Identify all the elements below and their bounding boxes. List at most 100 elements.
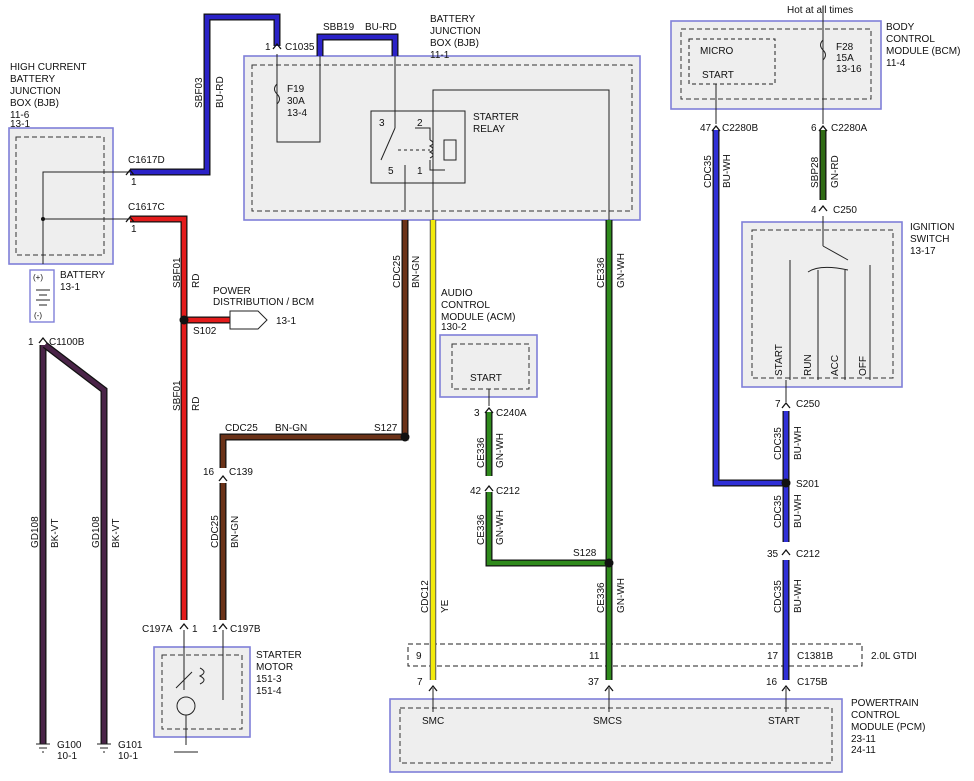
s127-label: S127 <box>374 423 398 434</box>
c1035-pin: 1 <box>265 42 271 53</box>
circuit-ce336-b-color: GN-WH <box>495 510 506 545</box>
splice-s128 <box>604 558 614 568</box>
c1617c-label: C1617C <box>128 202 165 213</box>
circuit-ce336-a: CE336 <box>476 437 487 468</box>
circuit-sbf03: SBF03 <box>194 77 205 108</box>
bcm-start: START <box>702 70 734 81</box>
circuit-cdc35-d: CDC35 <box>773 580 784 613</box>
circuit-sbp28-color: GN-RD <box>830 155 841 188</box>
bcm-hot-label: Hot at all times <box>787 5 853 16</box>
acm-start: START <box>470 373 502 384</box>
c139-pin: 16 <box>203 467 215 478</box>
c212b-pin: 35 <box>767 549 779 560</box>
c1617d-label: C1617D <box>128 155 165 166</box>
ignition-switch-module <box>741 221 903 388</box>
connector-chevron-c240a <box>484 406 494 414</box>
battery-minus: (-) <box>34 311 42 320</box>
bjb-label-1: BATTERY <box>430 14 476 25</box>
hcbjb-ref-1: 11-6 <box>10 110 30 121</box>
wire-cdc25-relay-color <box>220 220 408 468</box>
connector-chevron-c175b-37 <box>604 684 614 692</box>
pcm-smc: SMC <box>422 716 444 727</box>
bjb-module <box>243 55 641 221</box>
s128-label: S128 <box>573 548 597 559</box>
circuit-cdc12: CDC12 <box>420 580 431 613</box>
wire-ce336-splice-color <box>486 492 609 566</box>
circuit-gd108-b: GD108 <box>91 516 102 548</box>
c175b-label: C175B <box>797 677 828 688</box>
connector-chevron-c212b <box>781 548 791 556</box>
c1617c-pin: 1 <box>131 224 137 235</box>
connector-chevron-c1617d <box>125 168 135 176</box>
circuit-ce336-b: CE336 <box>476 514 487 545</box>
hcbjb-module <box>8 127 114 265</box>
circuit-sbf01-b: SBF01 <box>172 380 183 411</box>
starter-label-1: STARTER <box>256 650 302 661</box>
circuit-sbf03-color: BU-RD <box>215 76 226 108</box>
circuit-cdc25-h: CDC25 <box>225 423 258 434</box>
bcm-label-2: CONTROL <box>886 34 935 45</box>
c212a-label: C212 <box>496 486 520 497</box>
c240a-pin: 3 <box>474 408 480 419</box>
circuit-sbb19-color: BU-RD <box>365 22 397 33</box>
fuse-f19: F19 <box>287 84 305 95</box>
wire-cdc35-bcm-color <box>713 130 786 486</box>
c212a-pin: 42 <box>470 486 482 497</box>
battery-label: BATTERY <box>60 270 106 281</box>
c1100b-label: C1100B <box>49 337 85 348</box>
wire-sbf01-color <box>130 216 187 620</box>
ign-ref: 13-17 <box>910 246 936 257</box>
connector-chevron-c139 <box>218 474 228 482</box>
circuit-cdc35-b: CDC35 <box>773 427 784 460</box>
circuit-ce336-r-color: GN-WH <box>616 253 627 288</box>
ign-label-1: IGNITION <box>910 222 954 233</box>
circuit-cdc25-h-color: BN-GN <box>275 423 307 434</box>
ign-start: START <box>774 344 785 376</box>
circuit-sbf01-a-color: RD <box>191 274 202 288</box>
fuse-f19-ref: 13-4 <box>287 108 307 119</box>
fuse-f19-amp: 30A <box>287 96 305 107</box>
s201-label: S201 <box>796 479 820 490</box>
connector-chevron-c197b <box>218 622 228 630</box>
c2280a-pin: 6 <box>811 123 817 134</box>
c2280b-pin: 47 <box>700 123 712 134</box>
s102-label: S102 <box>193 326 217 337</box>
c1381b-pin-11: 11 <box>589 651 600 662</box>
circuit-cdc35-b-color: BU-WH <box>793 426 804 460</box>
c250b-pin: 7 <box>775 399 781 410</box>
c197b-pin: 1 <box>212 624 218 635</box>
power-distribution-arrow <box>229 310 268 330</box>
c1617d-pin: 1 <box>131 177 137 188</box>
c250a-label: C250 <box>833 205 857 216</box>
pcm-label-3: MODULE (PCM) <box>851 722 925 733</box>
bcm-ref: 11-4 <box>886 58 906 69</box>
ground-g101-ref: 10-1 <box>118 751 138 762</box>
wire-sbb19 <box>316 33 399 56</box>
connector-chevron-c175b-16 <box>781 684 791 692</box>
bcm-label-3: MODULE (BCM) <box>886 46 960 57</box>
connector-chevron-c1617c <box>125 215 135 223</box>
ground-symbols <box>36 743 198 753</box>
hcbjb-label-3: JUNCTION <box>10 86 61 97</box>
pcm-smcs: SMCS <box>593 716 622 727</box>
circuit-cdc25-m-color: BN-GN <box>230 516 241 548</box>
circuit-cdc25-v-color: BN-GN <box>411 256 422 288</box>
ign-label-2: SWITCH <box>910 234 949 245</box>
starter-motor-module <box>153 646 251 738</box>
c250a-pin: 4 <box>811 205 817 216</box>
circuit-cdc35-c-color: BU-WH <box>793 494 804 528</box>
circuit-ce336-r: CE336 <box>596 257 607 288</box>
c197a-pin: 1 <box>192 624 198 635</box>
ign-acc: ACC <box>830 355 841 376</box>
gtdi-variant-box <box>407 643 863 667</box>
connector-chevron-c212a <box>484 484 494 492</box>
pcm-ref-1: 23-11 <box>851 734 876 745</box>
power-dist-label-2: DISTRIBUTION / BCM <box>213 297 314 308</box>
c175b-pin-37: 37 <box>588 677 600 688</box>
connector-chevron-c197a <box>179 622 189 630</box>
ground-g101: G101 <box>118 740 143 751</box>
power-dist-label-1: POWER <box>213 286 251 297</box>
circuit-cdc35-d-color: BU-WH <box>793 579 804 613</box>
